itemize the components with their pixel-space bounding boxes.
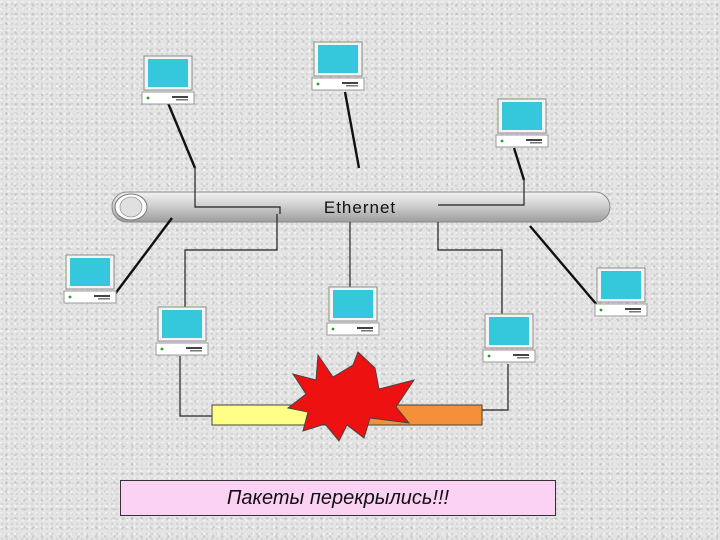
tap-lower-right [437, 222, 503, 316]
caption-box: Пакеты перекрылись!!! [120, 480, 556, 516]
ethernet-bus: Ethernet [111, 191, 611, 223]
tap-top-left [194, 168, 281, 214]
cable-left-middle [111, 217, 173, 299]
tap-top-right [438, 180, 525, 206]
caption-text: Пакеты перекрылись!!! [226, 486, 450, 509]
computer-icon [594, 267, 648, 317]
packet-collision [211, 351, 483, 442]
computer-icon [495, 98, 549, 148]
bus-label: Ethernet [324, 198, 396, 217]
cable-packet-right [482, 364, 509, 411]
cables [111, 91, 598, 417]
computer-icon [311, 41, 365, 91]
computer-icon [141, 55, 195, 105]
cable-top-left [166, 102, 197, 169]
cable-top-right [512, 147, 526, 181]
computer-icon [63, 254, 117, 304]
cable-top-center [343, 91, 361, 169]
cable-packet-left [179, 356, 212, 417]
computer-icon [155, 306, 209, 356]
cable-right-middle [529, 225, 598, 306]
tap-lower-left [184, 214, 278, 308]
computer-icon [482, 313, 536, 363]
collision-burst-icon [286, 351, 416, 442]
computer-icon [326, 286, 380, 336]
